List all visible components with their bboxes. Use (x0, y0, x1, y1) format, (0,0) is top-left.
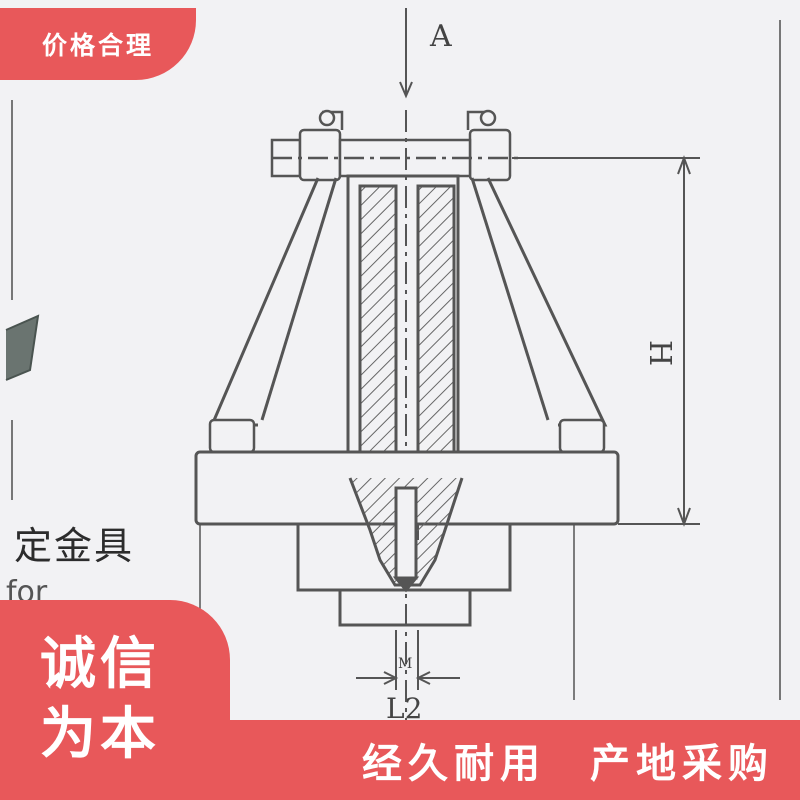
integrity-badge: 诚信 为本 (0, 600, 230, 800)
price-badge: 价格合理 (0, 8, 196, 80)
label-l2: L2 (386, 692, 422, 725)
clamp-body (209, 110, 608, 720)
arrow-a (399, 8, 413, 99)
left-partial-drawing (5, 100, 40, 500)
footer-label-durable: 经久耐用 (362, 741, 546, 787)
dimension-m-l2 (356, 630, 460, 690)
price-badge-label: 价格合理 (41, 31, 154, 60)
label-m: M (398, 656, 412, 672)
footer-label-origin: 产地采购 (590, 741, 774, 787)
base-plate (194, 450, 620, 593)
integrity-line-2: 为本 (40, 702, 160, 767)
label-h: H (642, 340, 677, 366)
side-caption: 定金具 (14, 524, 135, 568)
footer-banner: 经久耐用 产地采购 (230, 720, 800, 800)
label-a: A (429, 19, 452, 54)
dimension-h (512, 155, 700, 527)
integrity-line-1: 诚信 (40, 632, 160, 697)
top-bolt (270, 109, 520, 182)
